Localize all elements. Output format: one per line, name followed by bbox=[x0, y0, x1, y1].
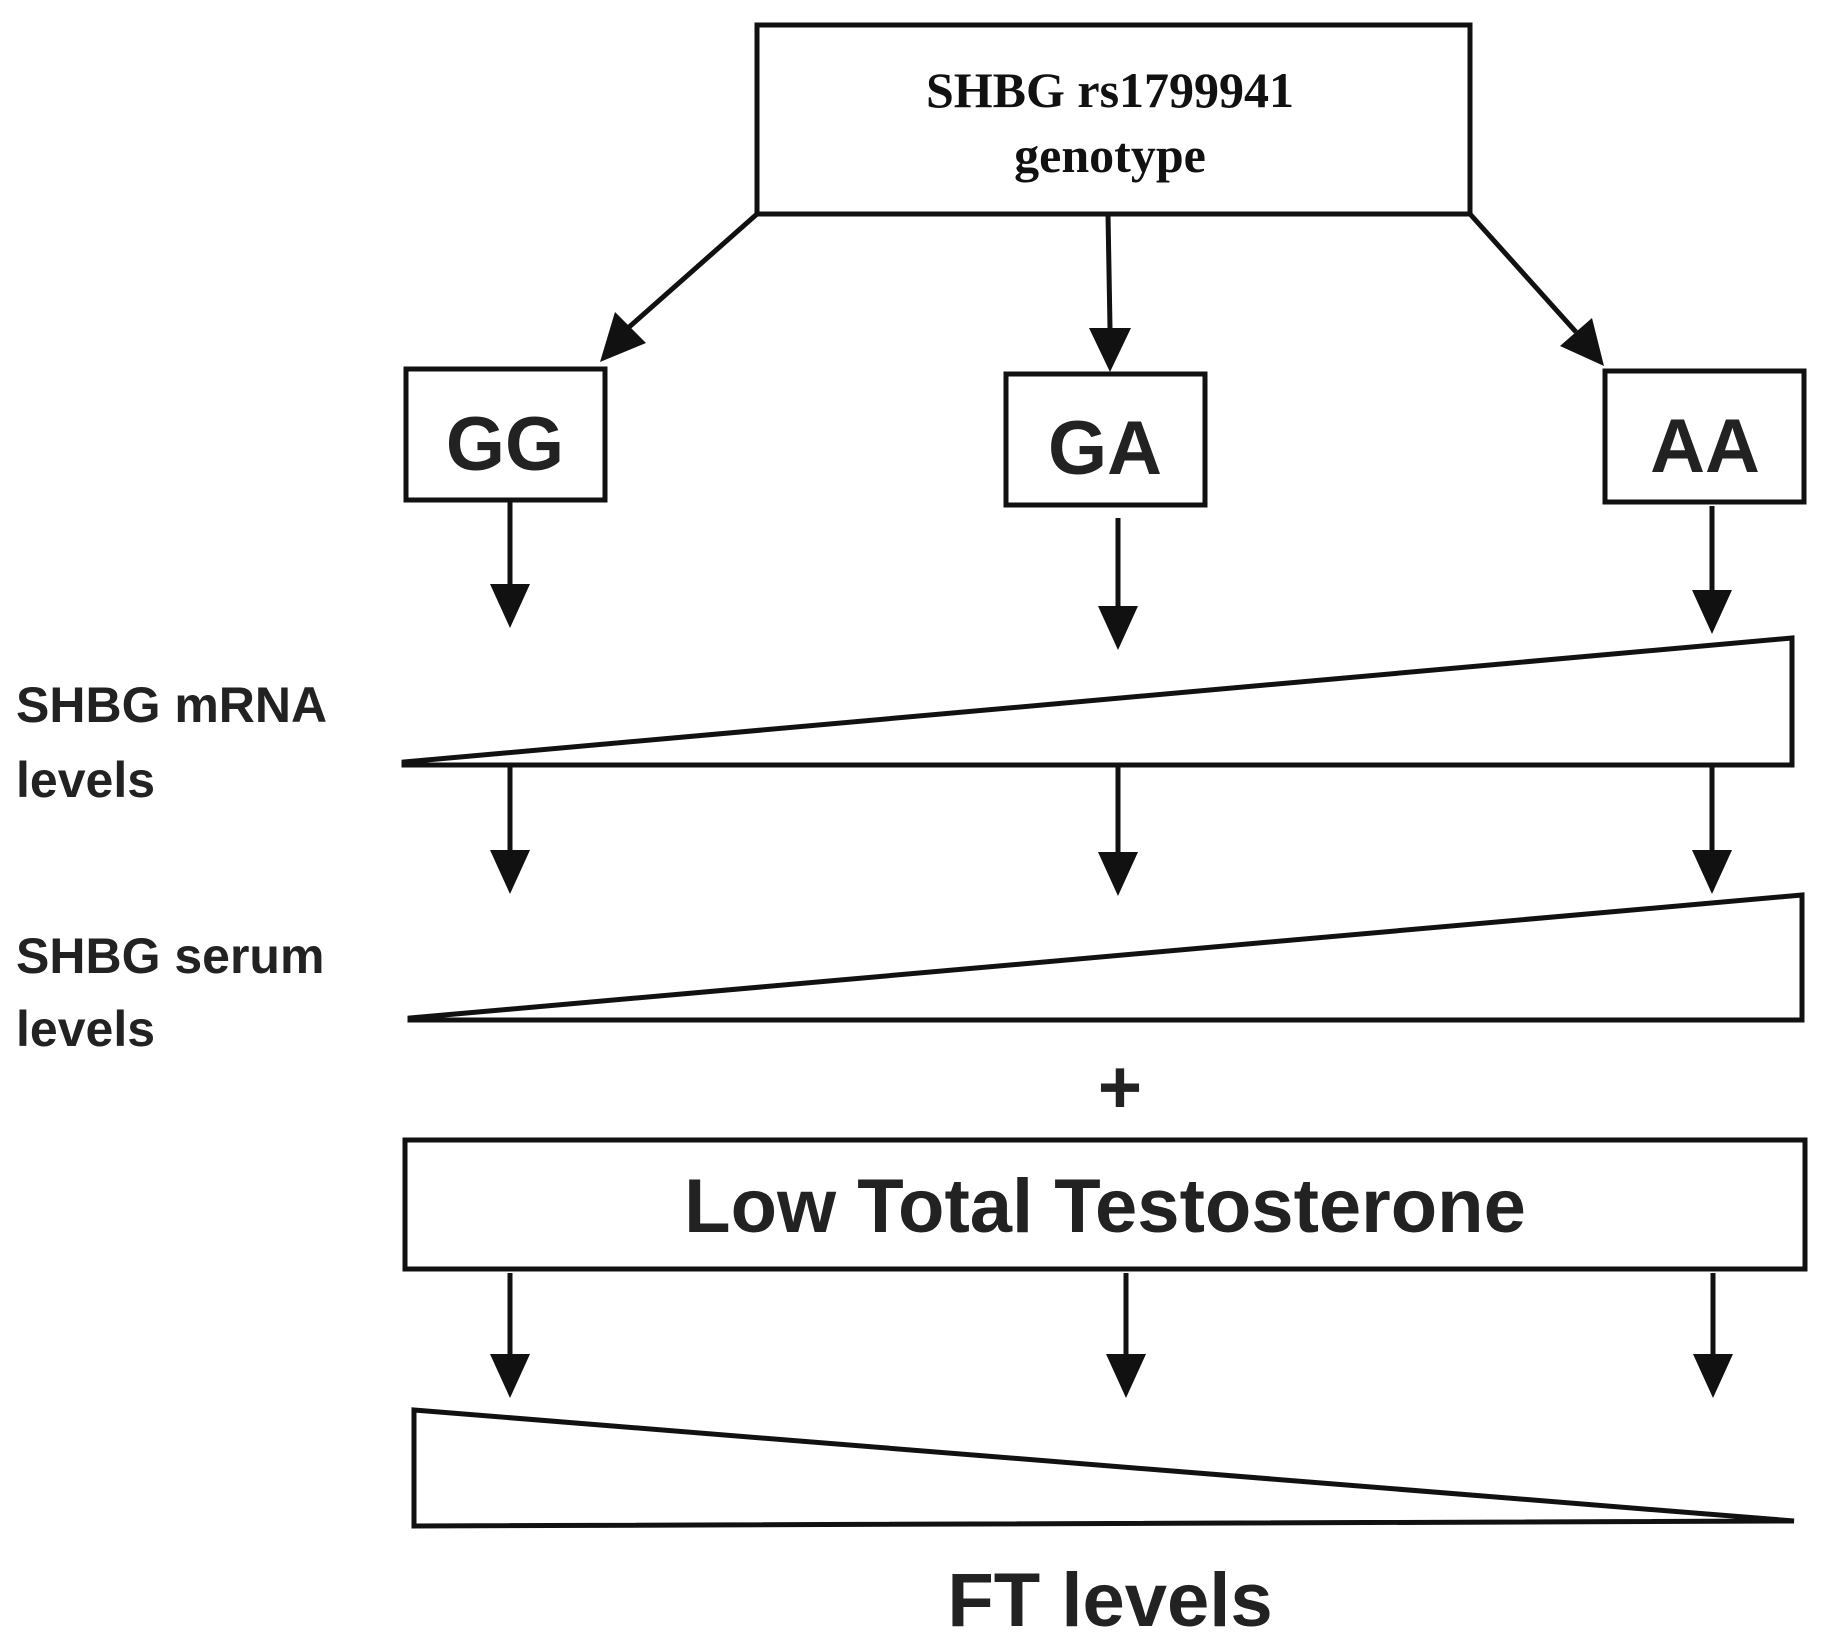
genotype-gg-frame bbox=[403, 366, 608, 503]
mrna-levels-label-line2: levels bbox=[16, 752, 155, 808]
serum-levels-label-line2: levels bbox=[16, 1001, 155, 1057]
arrows-to-serum bbox=[490, 767, 1732, 896]
arrow-head-gg-to-serum bbox=[490, 850, 530, 894]
arrow-head-to-ga bbox=[1089, 328, 1131, 372]
ft-levels-row: FT levels bbox=[411, 1407, 1795, 1643]
genotype-ga-label: GA bbox=[1048, 406, 1162, 491]
mrna-levels-wedge bbox=[401, 635, 1795, 768]
genotype-aa-frame bbox=[1602, 368, 1807, 505]
genotype-aa-box: AA bbox=[1602, 368, 1807, 505]
genotype-aa-label: AA bbox=[1650, 404, 1760, 489]
arrow-head-ga-to-serum bbox=[1098, 852, 1138, 896]
arrow-head-aa-to-ft bbox=[1693, 1354, 1733, 1398]
split-arrows bbox=[600, 212, 1604, 372]
arrow-head-aa-to-mrna bbox=[1692, 590, 1732, 634]
arrow-head-to-aa bbox=[1560, 318, 1604, 366]
arrow-head-to-gg bbox=[600, 312, 646, 362]
arrow-head-ga-to-ft bbox=[1106, 1354, 1146, 1398]
genotype-ga-frame bbox=[1003, 371, 1208, 508]
ft-levels-wedge bbox=[411, 1407, 1795, 1529]
arrows-to-mrna bbox=[490, 502, 1732, 650]
mrna-levels-row: SHBG mRNA levels bbox=[16, 635, 1795, 808]
arrow-head-gg-to-ft bbox=[490, 1354, 530, 1398]
genotype-gg-box: GG bbox=[403, 366, 608, 503]
arrow-head-aa-to-serum bbox=[1692, 850, 1732, 894]
genotype-gg-label: GG bbox=[446, 402, 564, 487]
arrow-to-aa bbox=[1468, 212, 1578, 334]
genotype-ga-box: GA bbox=[1003, 371, 1208, 508]
plus-sign: + bbox=[1098, 1045, 1142, 1130]
arrow-head-gg-to-mrna bbox=[490, 584, 530, 628]
mrna-levels-label-line1: SHBG mRNA bbox=[16, 677, 327, 733]
low-testosterone-label: Low Total Testosterone bbox=[684, 1164, 1526, 1249]
genotype-title-frame bbox=[754, 22, 1473, 217]
arrow-to-ga bbox=[1105, 213, 1113, 329]
genotype-title-box: SHBG rs1799941 genotype bbox=[754, 22, 1473, 217]
serum-levels-label-line1: SHBG serum bbox=[16, 928, 324, 984]
genotype-title-line2: genotype bbox=[1014, 127, 1206, 183]
arrow-to-gg bbox=[626, 212, 759, 330]
low-testosterone-box: Low Total Testosterone bbox=[402, 1137, 1808, 1272]
arrow-head-ga-to-mrna bbox=[1098, 606, 1138, 650]
serum-levels-row: SHBG serum levels bbox=[16, 892, 1805, 1057]
ft-levels-label: FT levels bbox=[947, 1558, 1272, 1643]
serum-levels-wedge bbox=[407, 892, 1805, 1023]
low-testosterone-frame bbox=[402, 1137, 1808, 1272]
genotype-title-line1: SHBG rs1799941 bbox=[926, 62, 1294, 118]
arrows-to-ft bbox=[490, 1273, 1733, 1398]
